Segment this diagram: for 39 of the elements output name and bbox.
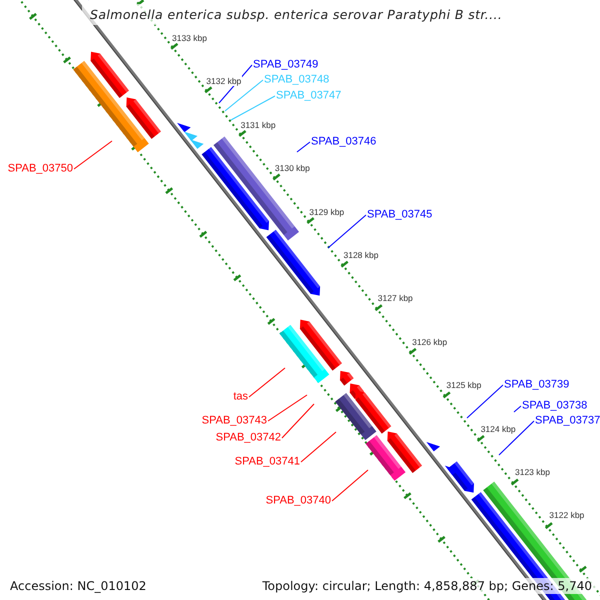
tick-label: 3125 kbp: [445, 380, 482, 390]
gene-label: SPAB_03745: [367, 208, 432, 222]
leader-line: [268, 394, 308, 422]
leader-line: [514, 406, 522, 412]
gene-label: SPAB_03739: [504, 378, 570, 392]
gene-label: SPAB_03737: [535, 414, 600, 428]
leader-line: [74, 140, 112, 170]
tick-label: 3131 kbp: [240, 120, 277, 130]
gene-label: tas: [233, 390, 248, 404]
tick-label: 3128 kbp: [342, 250, 380, 260]
gene-label: SPAB_03747: [276, 90, 342, 102]
leader-line: [328, 214, 366, 248]
tick-label: 3122 kbp: [548, 510, 586, 520]
tick-label: 3126 kbp: [411, 336, 448, 347]
leader-line: [282, 404, 314, 438]
tick-label: 3130 kbp: [274, 163, 311, 174]
leader-line: [300, 432, 336, 462]
tick-label: 3124 kbp: [480, 424, 517, 434]
leader-line: [230, 96, 276, 120]
gene-label: SPAB_03741: [234, 456, 300, 468]
tick-label: 3133 kbp: [171, 33, 208, 43]
gene-label: SPAB_03738: [522, 400, 588, 412]
tick-label: 3127 kbp: [376, 293, 414, 304]
gene-label: SPAB_03746: [311, 136, 376, 148]
leader-line: [224, 80, 264, 112]
leader-line: [296, 142, 310, 152]
tick-label: 3123 kbp: [514, 467, 551, 477]
tick-label: 3132 kbp: [205, 76, 242, 86]
leader-line: [498, 420, 534, 456]
leader-line: [466, 384, 504, 418]
gene-label: SPAB_03750: [8, 162, 73, 176]
gene-label: SPAB_03743: [202, 414, 267, 428]
leader-line: [248, 368, 286, 398]
gene-label: SPAB_03748: [264, 74, 330, 86]
gene-label: SPAB_03740: [266, 494, 331, 508]
gene-label: SPAB_03749: [253, 58, 318, 72]
gene-label: SPAB_03742: [216, 432, 281, 444]
leader-line: [332, 470, 368, 502]
tick-label: 3129 kbp: [308, 206, 346, 217]
